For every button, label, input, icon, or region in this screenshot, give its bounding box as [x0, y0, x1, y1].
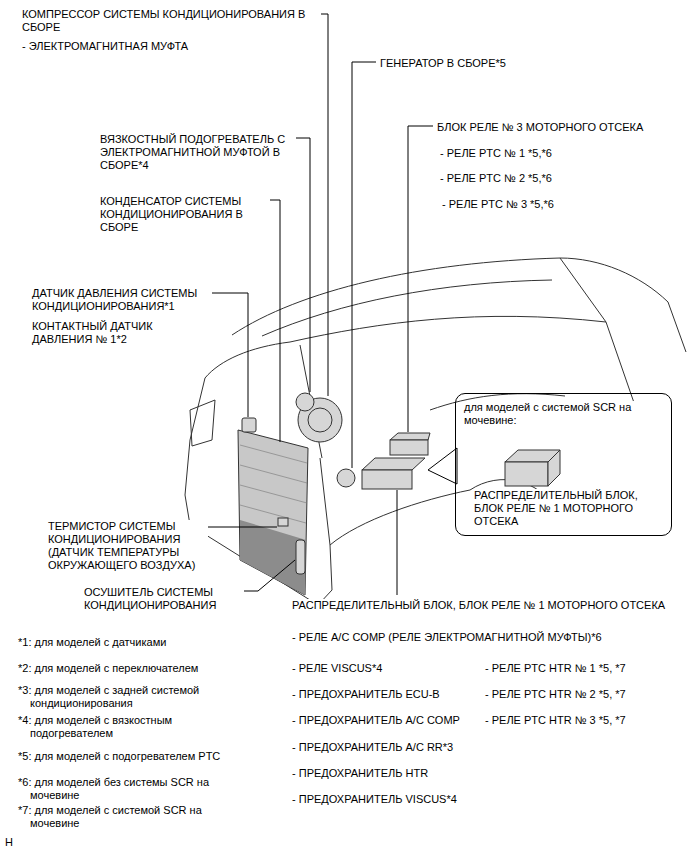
callout-bubble: для моделей с системой SCR на мочевине: Р…	[455, 393, 672, 536]
footnote: *7: для моделей с системой SCR на мочеви…	[18, 804, 215, 830]
callout-heading: для моделей с системой SCR на мочевине:	[464, 401, 663, 427]
part-label: КОНДЕНСАТОР СИСТЕМЫ КОНДИЦИОНИРОВАНИЯ В …	[100, 195, 270, 234]
sub-item-label: - РЕЛЕ PTC HTR № 1 *5, *7	[485, 662, 626, 675]
sub-item-label: - РЕЛЕ PTC № 1 *5,*6	[440, 147, 552, 160]
sub-item-label: - РЕЛЕ PTC № 3 *5,*6	[442, 198, 554, 211]
sub-item-label: - ПРЕДОХРАНИТЕЛЬ A/C COMP	[292, 714, 460, 727]
part-label: ТЕРМИСТОР СИСТЕМЫ КОНДИЦИОНИРОВАНИЯ (ДАТ…	[48, 520, 208, 572]
part-label: ГЕНЕРАТОР В СБОРЕ*5	[380, 57, 506, 70]
sub-item-label: - ПРЕДОХРАНИТЕЛЬ HTR	[292, 767, 428, 780]
footnote: *4: для моделей с вязкостным подогревате…	[18, 714, 220, 740]
part-label: КОМПРЕССОР СИСТЕМЫ КОНДИЦИОНИРОВАНИЯ В С…	[22, 8, 317, 34]
footnote: *3: для моделей с задней системой кондиц…	[18, 684, 225, 710]
sub-item-label: - РЕЛЕ A/C COMP (РЕЛЕ ЭЛЕКТРОМАГНИТНОЙ М…	[292, 631, 602, 644]
footnote: *6: для моделей без системы SCR на мочев…	[18, 776, 215, 802]
footnote: *1: для моделей с датчиками	[18, 636, 166, 649]
figure-code: H	[5, 836, 13, 849]
footnote: *2: для моделей с переключателем	[18, 662, 198, 675]
part-label: РАСПРЕДЕЛИТЕЛЬНЫЙ БЛОК, БЛОК РЕЛЕ № 1 МО…	[292, 599, 665, 612]
sub-item-label: - РЕЛЕ VISCUS*4	[292, 662, 382, 675]
sub-item-label: - ПРЕДОХРАНИТЕЛЬ ECU-B	[292, 688, 440, 701]
part-label: БЛОК РЕЛЕ № 3 МОТОРНОГО ОТСЕКА	[437, 121, 643, 134]
sub-item-label: - РЕЛЕ PTC № 2 *5,*6	[440, 172, 552, 185]
part-label: ДАТЧИК ДАВЛЕНИЯ СИСТЕМЫ КОНДИЦИОНИРОВАНИ…	[32, 287, 212, 313]
sub-item-label: - ЭЛЕКТРОМАГНИТНАЯ МУФТА	[22, 40, 188, 53]
sub-item-label: - ПРЕДОХРАНИТЕЛЬ A/C RR*3	[292, 741, 453, 754]
footnote: *5: для моделей с подогревателем PTC	[18, 750, 220, 763]
part-label: ОСУШИТЕЛЬ СИСТЕМЫ КОНДИЦИОНИРОВАНИЯ	[84, 586, 244, 612]
sub-item-label: - РЕЛЕ PTC HTR № 3 *5, *7	[485, 714, 626, 727]
part-label: КОНТАКТНЫЙ ДАТЧИК ДАВЛЕНИЯ № 1*2	[32, 320, 192, 346]
part-label: ВЯЗКОСТНЫЙ ПОДОГРЕВАТЕЛЬ С ЭЛЕКТРОМАГНИТ…	[100, 133, 290, 172]
callout-label: РАСПРЕДЕЛИТЕЛЬНЫЙ БЛОК, БЛОК РЕЛЕ № 1 МО…	[474, 489, 663, 528]
sub-item-label: - ПРЕДОХРАНИТЕЛЬ VISCUS*4	[292, 793, 457, 806]
sub-item-label: - РЕЛЕ PTC HTR № 2 *5, *7	[485, 688, 626, 701]
